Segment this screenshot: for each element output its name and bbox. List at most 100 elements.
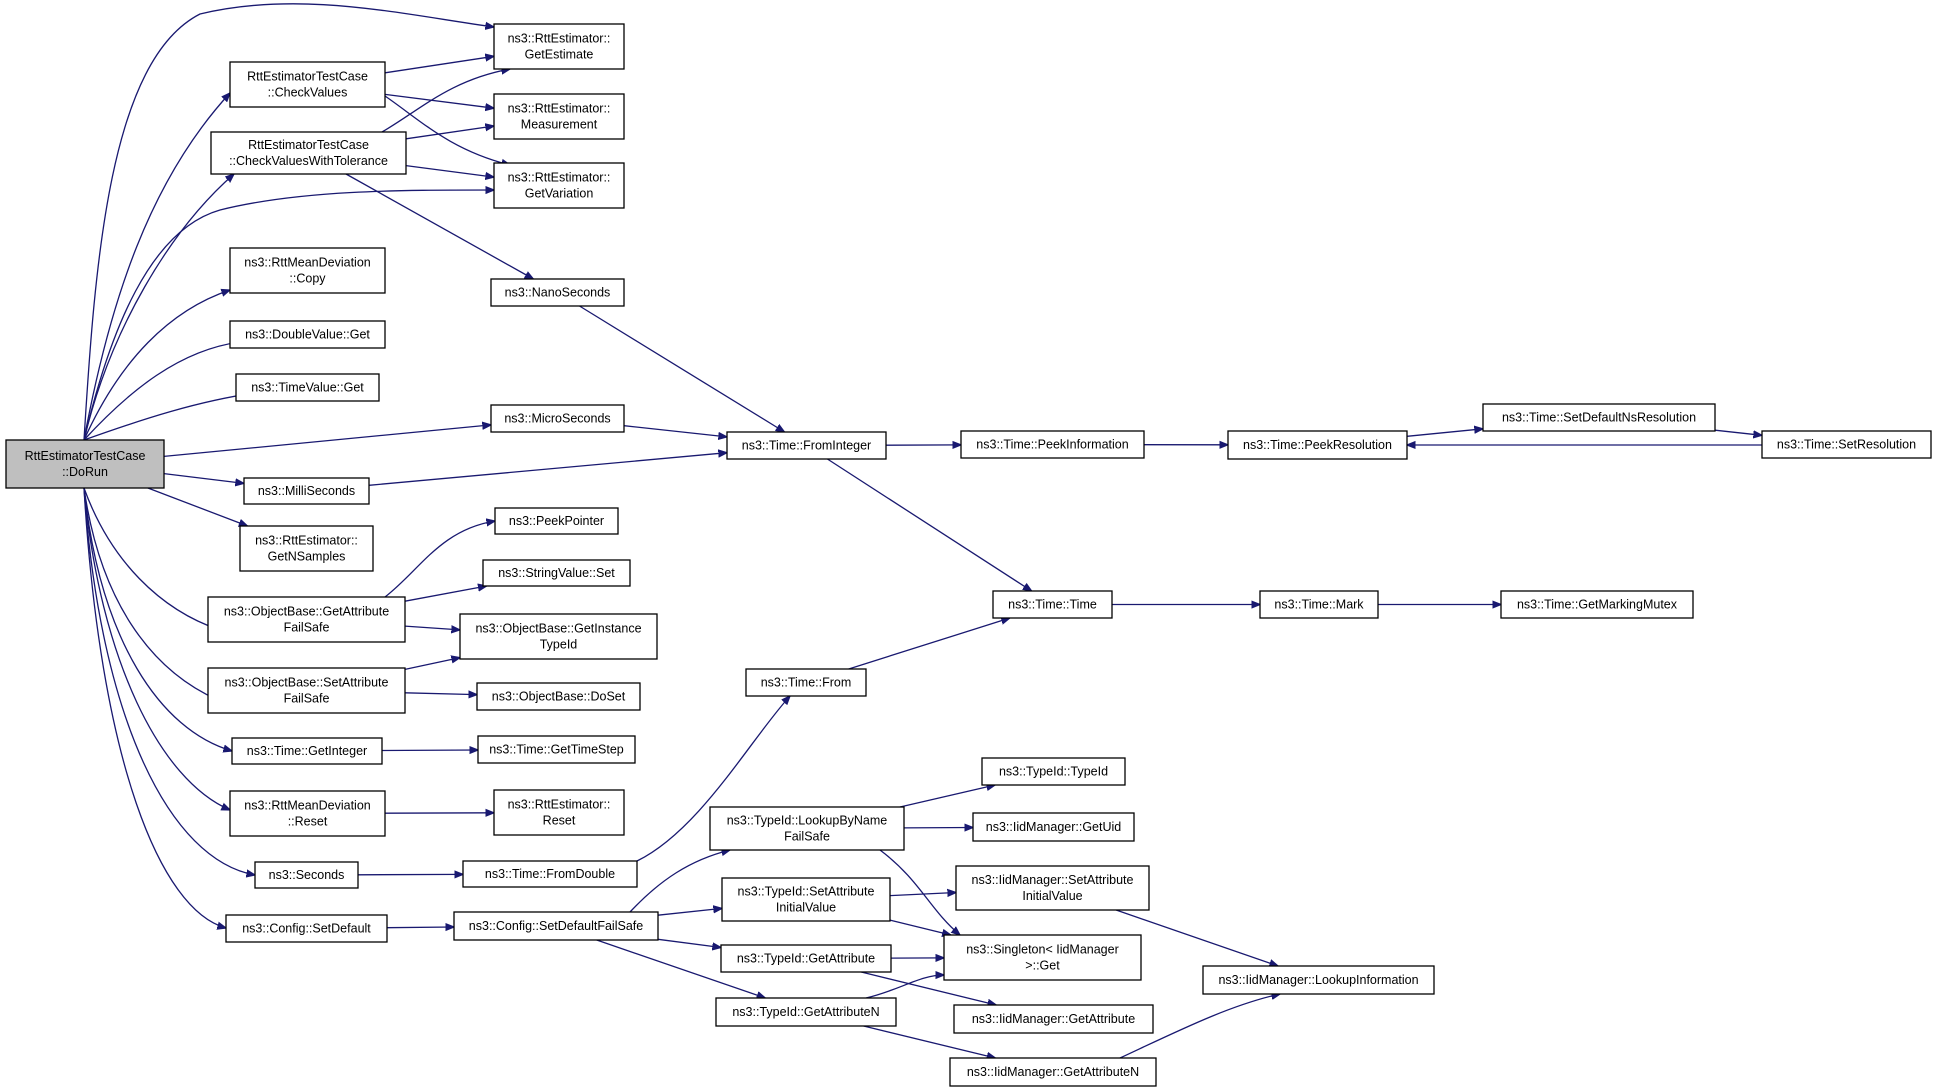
call-edge-peekres-to-setdefnsres <box>1406 429 1483 437</box>
node-label-line: ::Copy <box>289 272 326 286</box>
call-edge-dorun-to-copy <box>83 290 230 441</box>
node-cfgsetdefaultfs[interactable]: ns3::Config::SetDefaultFailSafe <box>453 911 659 941</box>
node-label-line: ns3::Time::PeekResolution <box>1243 438 1392 452</box>
node-label-line: RttEstimatorTestCase <box>248 138 369 152</box>
node-label-line: GetVariation <box>525 187 594 201</box>
node-box <box>1259 590 1379 619</box>
call-edge-dorun-to-dblget <box>83 342 240 441</box>
node-label-line: ns3::Time::SetDefaultNsResolution <box>1502 411 1696 425</box>
node-timetime[interactable]: ns3::Time::Time <box>992 590 1113 619</box>
node-iidgetattrn[interactable]: ns3::IidManager::GetAttributeN <box>949 1057 1157 1087</box>
node-rmdreset[interactable]: ns3::RttMeanDeviation::Reset <box>229 790 386 837</box>
node-peekpointer[interactable]: ns3::PeekPointer <box>494 507 619 535</box>
node-strset[interactable]: ns3::StringValue::Set <box>482 559 631 587</box>
node-peekinfo[interactable]: ns3::Time::PeekInformation <box>960 430 1145 459</box>
node-checkvalues[interactable]: RttEstimatorTestCase::CheckValues <box>229 61 386 108</box>
node-doset[interactable]: ns3::ObjectBase::DoSet <box>476 682 641 711</box>
node-label-line: ns3::Time::GetMarkingMutex <box>1517 598 1678 612</box>
node-box <box>1500 590 1694 619</box>
node-label-line: ns3::Config::SetDefault <box>242 922 371 936</box>
node-singleton[interactable]: ns3::Singleton< IidManager>::Get <box>943 934 1142 981</box>
node-label-line: ns3::IidManager::GetUid <box>986 820 1122 834</box>
node-getestimate[interactable]: ns3::RttEstimator::GetEstimate <box>493 23 625 70</box>
node-dblget[interactable]: ns3::DoubleValue::Get <box>229 320 386 349</box>
node-box <box>453 911 659 941</box>
node-box <box>955 865 1150 911</box>
node-label-line: ::DoRun <box>62 465 108 479</box>
node-box <box>943 934 1142 981</box>
node-timefrom[interactable]: ns3::Time::From <box>745 668 867 697</box>
node-label-line: ns3::ObjectBase::DoSet <box>492 690 626 704</box>
node-iidlookupinfo[interactable]: ns3::IidManager::LookupInformation <box>1202 965 1435 995</box>
node-micro[interactable]: ns3::MicroSeconds <box>490 404 625 433</box>
call-edge-tgetattrn-to-singleton <box>865 975 944 999</box>
node-typeidtypeid[interactable]: ns3::TypeId::TypeId <box>981 757 1126 786</box>
node-label-line: ns3::Seconds <box>269 868 345 882</box>
node-box <box>459 613 658 660</box>
call-edge-getattrfs-to-getinsttypeid <box>404 626 460 630</box>
node-box <box>493 93 625 140</box>
node-setdefnsres[interactable]: ns3::Time::SetDefaultNsResolution <box>1482 403 1716 432</box>
node-measurement[interactable]: ns3::RttEstimator::Measurement <box>493 93 625 140</box>
node-box <box>207 667 406 714</box>
node-getinteger[interactable]: ns3::Time::GetInteger <box>231 737 383 765</box>
node-timemark[interactable]: ns3::Time::Mark <box>1259 590 1379 619</box>
node-checktol[interactable]: RttEstimatorTestCase::CheckValuesWithTol… <box>210 131 407 175</box>
node-timevalget[interactable]: ns3::TimeValue::Get <box>235 373 380 402</box>
node-gettimestep[interactable]: ns3::Time::GetTimeStep <box>477 735 636 764</box>
node-label-line: ns3::Config::SetDefaultFailSafe <box>469 919 643 933</box>
node-label-line: ns3::TypeId::LookupByName <box>727 814 888 828</box>
node-label-line: Reset <box>543 814 576 828</box>
node-box <box>482 559 631 587</box>
node-setres[interactable]: ns3::Time::SetResolution <box>1761 430 1932 459</box>
node-label-line: ns3::Time::PeekInformation <box>976 438 1128 452</box>
node-dorun[interactable]: RttEstimatorTestCase::DoRun <box>5 439 165 489</box>
node-tgetattrn[interactable]: ns3::TypeId::GetAttributeN <box>715 997 897 1027</box>
node-iidgetattr[interactable]: ns3::IidManager::GetAttribute <box>953 1004 1154 1034</box>
node-label-line: TypeId <box>540 638 578 652</box>
node-fromdouble[interactable]: ns3::Time::FromDouble <box>462 860 638 888</box>
call-edge-dorun-to-checktol <box>83 174 234 441</box>
node-label-line: ns3::IidManager::GetAttributeN <box>967 1065 1139 1079</box>
node-frominteger[interactable]: ns3::Time::FromInteger <box>726 431 887 460</box>
node-cfgsetdefault[interactable]: ns3::Config::SetDefault <box>225 914 388 943</box>
node-getnsamples[interactable]: ns3::RttEstimator::GetNSamples <box>239 525 374 572</box>
call-edge-dorun-to-getattrfs <box>83 487 220 630</box>
node-peekres[interactable]: ns3::Time::PeekResolution <box>1227 430 1408 460</box>
call-edge-fromdouble-to-timefrom <box>636 696 790 862</box>
node-box <box>721 877 891 922</box>
node-label-line: ns3::MilliSeconds <box>258 484 355 498</box>
node-label-line: ns3::Time::GetInteger <box>247 744 367 758</box>
node-label-line: ns3::TypeId::TypeId <box>999 765 1108 779</box>
node-rereset[interactable]: ns3::RttEstimator::Reset <box>493 789 625 836</box>
node-tgetattr[interactable]: ns3::TypeId::GetAttribute <box>720 944 892 973</box>
node-seconds[interactable]: ns3::Seconds <box>254 861 359 889</box>
node-copy[interactable]: ns3::RttMeanDeviation::Copy <box>229 247 386 294</box>
node-box <box>476 682 641 711</box>
node-label-line: ns3::StringValue::Set <box>498 566 615 580</box>
node-box <box>953 1004 1154 1034</box>
node-box <box>493 162 625 209</box>
node-milli[interactable]: ns3::MilliSeconds <box>243 477 370 505</box>
node-label-line: ns3::ObjectBase::GetInstance <box>475 622 641 636</box>
node-getvariation[interactable]: ns3::RttEstimator::GetVariation <box>493 162 625 209</box>
call-edge-cfgsetdefaultfs-to-lookupbyname <box>629 850 730 913</box>
node-label-line: >::Get <box>1025 959 1060 973</box>
node-nano[interactable]: ns3::NanoSeconds <box>490 278 625 307</box>
node-iidsetattrinit[interactable]: ns3::IidManager::SetAttributeInitialValu… <box>955 865 1150 911</box>
call-edge-checktol-to-nano <box>345 173 533 279</box>
node-label-line: ns3::RttEstimator:: <box>255 534 358 548</box>
call-edge-dorun-to-getestimate <box>83 3 494 441</box>
call-edge-dorun-to-cfgsetdefault <box>83 487 226 928</box>
node-label-line: GetNSamples <box>268 550 346 564</box>
node-getmarkingmutex[interactable]: ns3::Time::GetMarkingMutex <box>1500 590 1694 619</box>
node-label-line: ns3::ObjectBase::GetAttribute <box>224 605 389 619</box>
node-label-line: ns3::Time::SetResolution <box>1777 438 1916 452</box>
node-iidgetuid[interactable]: ns3::IidManager::GetUid <box>972 812 1135 842</box>
call-edge-tgetattrn-to-iidgetattrn <box>863 1025 996 1058</box>
